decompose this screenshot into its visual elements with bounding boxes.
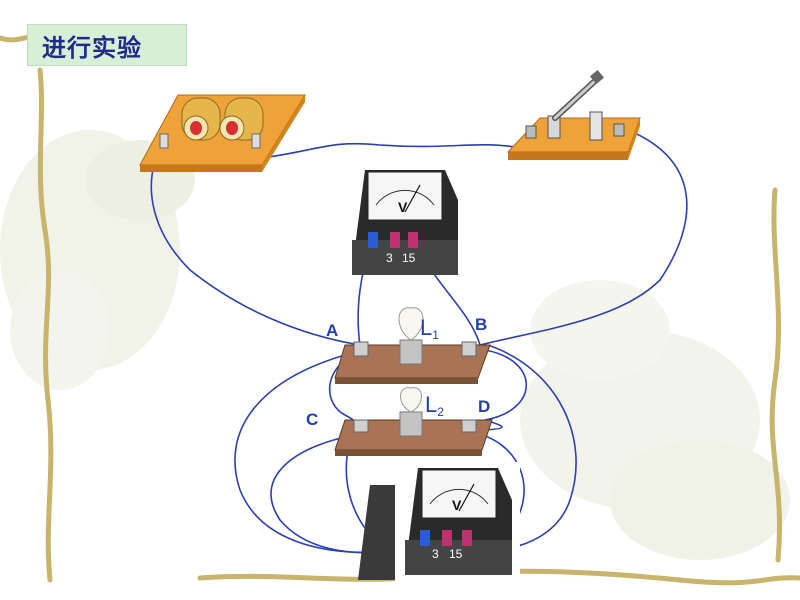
voltmeter-top-terminal-neg: [368, 232, 378, 248]
voltmeter-bottom: V 3 15: [358, 462, 520, 582]
wire-battery-to-a: [261, 142, 521, 159]
voltmeter-bottom-terminal-3: [442, 530, 452, 546]
voltmeter-bottom-symbol: V: [452, 497, 462, 513]
lamp-l1: L1: [334, 307, 491, 384]
wire-battery-left-to-a: [150, 139, 361, 346]
battery-cell-1: [181, 97, 221, 141]
lamp-l2-label: L2: [425, 392, 444, 419]
lamp-l2: L2: [334, 387, 493, 456]
lamp-l2-terminal-c: [353, 419, 369, 433]
lamp-l1-terminal-b: [461, 341, 477, 357]
voltmeter-bottom-side-panel: [358, 485, 395, 580]
page-title: 进行实验: [42, 33, 142, 62]
battery-cell-2: [219, 97, 264, 141]
point-label-b: B: [475, 315, 487, 334]
title-box: 进行实验: [27, 24, 187, 66]
point-label-a: A: [326, 321, 338, 340]
point-label-d: D: [478, 397, 490, 416]
wire-c-to-vbottom: [270, 434, 386, 554]
knife-switch: [506, 69, 641, 160]
voltmeter-bottom-terminal-neg: [420, 530, 430, 546]
point-label-c: C: [306, 410, 318, 429]
voltmeter-top: V 3 15: [352, 170, 458, 275]
wire-switch-to-b: [479, 129, 688, 346]
lamp-l1-terminal-a: [353, 341, 369, 357]
voltmeter-bottom-terminal-15: [462, 530, 472, 546]
battery-holder: [139, 94, 306, 172]
voltmeter-top-symbol: V: [398, 199, 408, 215]
voltmeter-top-terminal-3: [390, 232, 400, 248]
wire-outer-left: [234, 354, 381, 554]
voltmeter-top-terminal-15: [408, 232, 418, 248]
wire-b-to-d: [469, 349, 527, 431]
lamp-l2-terminal-d: [461, 419, 477, 433]
voltmeter-bottom-range-low: 3: [432, 547, 439, 561]
voltmeter-top-range-low: 3: [386, 251, 393, 265]
lamp-l1-label: L1: [420, 315, 439, 342]
voltmeter-top-range-high: 15: [402, 251, 416, 265]
voltmeter-bottom-range-high: 15: [449, 547, 463, 561]
